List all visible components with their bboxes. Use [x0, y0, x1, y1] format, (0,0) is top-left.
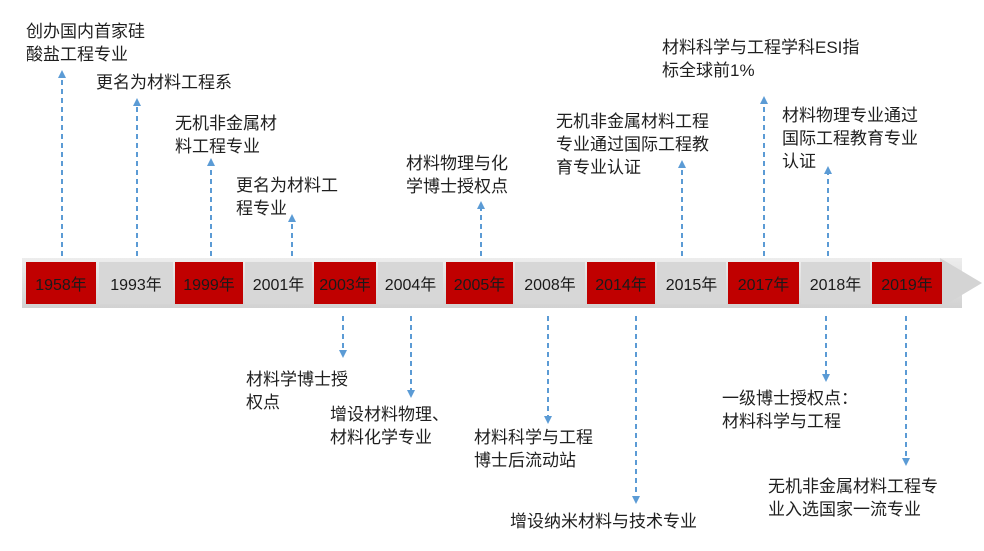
year-box-2008: 2008年 [515, 262, 585, 304]
year-box-2014: 2014年 [587, 262, 655, 304]
event-label-2017: 材料科学与工程学科ESI指 标全球前1% [662, 38, 860, 80]
year-box-2001: 2001年 [245, 262, 312, 304]
event-label-2003: 材料学博士授 权点 [246, 370, 348, 412]
event-label-2014: 增设纳米材料与技术专业 [510, 512, 697, 531]
year-box-1958: 1958年 [26, 262, 96, 304]
year-box-2015: 2015年 [657, 262, 726, 304]
event-label-2005: 材料物理与化 学博士授权点 [406, 154, 508, 196]
event-label-2015: 无机非金属材料工程 专业通过国际工程教 育专业认证 [556, 112, 709, 177]
event-label-2019: 无机非金属材料工程专 业入选国家一流专业 [768, 477, 938, 519]
year-box-2018: 2018年 [801, 262, 870, 304]
year-box-1999: 1999年 [175, 262, 243, 304]
event-label-2008: 材料科学与工程 博士后流动站 [474, 428, 593, 470]
timeline-arrowhead [940, 258, 982, 308]
year-box-2019: 2019年 [872, 262, 942, 304]
year-box-2004: 2004年 [378, 262, 443, 304]
event-label-1999: 无机非金属材 料工程专业 [175, 114, 277, 156]
event-label-1993: 更名为材料工程系 [96, 73, 232, 92]
event-label-2018-below: 一级博士授权点： 材料科学与工程 [722, 389, 858, 431]
year-box-1993: 1993年 [99, 262, 173, 304]
year-box-2017: 2017年 [728, 262, 799, 304]
event-label-2004: 增设材料物理、 材料化学专业 [330, 405, 449, 447]
event-label-2001: 更名为材料工 程专业 [236, 176, 338, 218]
event-label-1958: 创办国内首家硅 酸盐工程专业 [26, 22, 145, 64]
year-box-2005: 2005年 [446, 262, 513, 304]
event-label-2018-above: 材料物理专业通过 国际工程教育专业 认证 [782, 106, 918, 171]
year-box-2003: 2003年 [314, 262, 376, 304]
